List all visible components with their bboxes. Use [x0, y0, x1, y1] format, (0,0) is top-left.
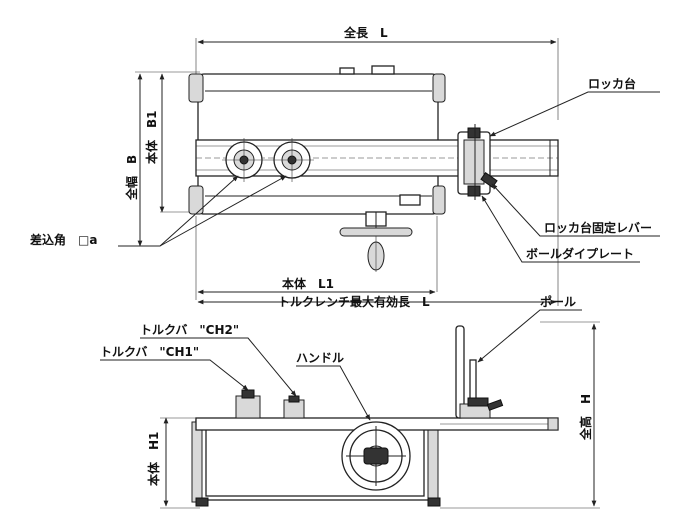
label-wrench-max-length: トルクレンチ最大有効長 L	[278, 294, 430, 309]
label-handle: ハンドル	[296, 351, 344, 365]
label-body-length: 本体 L1	[282, 276, 334, 291]
label-body-height: 本体 H1	[146, 432, 161, 486]
label-torque-ch2: トルクバ "CH2"	[140, 323, 239, 337]
label-pole: ポール	[540, 294, 576, 309]
label-total-height: 全高 H	[578, 394, 593, 441]
label-locker-base: ロッカ台	[588, 76, 636, 91]
label-body-width: 本体 B1	[144, 111, 159, 165]
label-total-width: 全幅 B	[124, 155, 139, 201]
label-torque-ch1: トルクバ "CH1"	[100, 345, 199, 359]
label-total-length: 全長 L	[343, 25, 388, 40]
top-view	[118, 38, 660, 306]
label-square-drive: 差込角 □a	[29, 232, 97, 247]
front-view	[100, 309, 600, 509]
label-locker-lever: ロッカ台固定レバー	[544, 220, 652, 235]
label-ball-plate: ボールダイプレート	[526, 246, 634, 261]
